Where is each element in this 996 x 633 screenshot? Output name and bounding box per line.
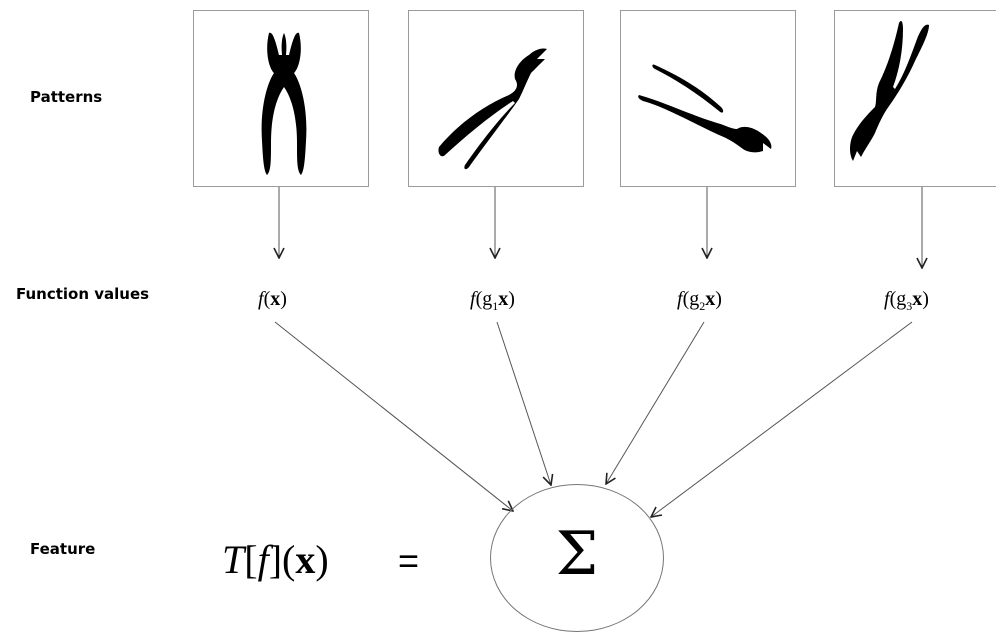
transform-symbol: T [222, 537, 245, 582]
bracket-open: [ [244, 537, 258, 582]
bracket-close: ] [268, 537, 283, 582]
function-value-3: f(g2x) [677, 288, 722, 314]
sigma-icon: Σ [555, 519, 599, 589]
sum-node: Σ [490, 484, 664, 632]
pattern-panel-4 [834, 10, 996, 187]
row-label-function-values: Function values [16, 285, 150, 303]
paren-close: ) [715, 288, 722, 310]
equals-sign: = [398, 540, 420, 581]
group-element: g [482, 288, 493, 310]
function-symbol: f [258, 288, 264, 310]
pattern-panel-1 [193, 10, 369, 187]
group-element: g [896, 288, 907, 310]
paren-open: ( [682, 288, 690, 310]
function-value-1: f(x) [258, 288, 287, 311]
row-label-patterns: Patterns [30, 88, 103, 106]
vector-x: x [270, 288, 281, 310]
paren-open: ( [263, 288, 271, 310]
pattern-panel-2 [408, 10, 584, 187]
vector-x: x [705, 288, 716, 310]
function-value-4: f(g3x) [884, 288, 929, 314]
arrow-fvalue-4 [651, 321, 913, 517]
arrow-fvalue-1 [274, 321, 513, 511]
paren-close: ) [922, 288, 929, 310]
feature-expression: T[f](x) [222, 536, 329, 583]
function-symbol: f [677, 288, 683, 310]
vector-x: x [912, 288, 923, 310]
group-element: g [689, 288, 700, 310]
paren-open: ( [889, 288, 897, 310]
paren-close: ) [280, 288, 287, 310]
arrow-fvalue-2 [496, 321, 551, 485]
pliers-icon [261, 32, 307, 175]
paren-open: ( [282, 537, 296, 582]
group-subscript: 1 [492, 299, 499, 313]
function-symbol: f [470, 288, 476, 310]
paren-close: ) [315, 537, 329, 582]
function-value-2: f(g1x) [470, 288, 515, 314]
group-subscript: 2 [699, 299, 706, 313]
vector-x: x [498, 288, 509, 310]
row-label-feature: Feature [30, 540, 96, 558]
pliers-rotated-icon [438, 48, 547, 170]
vector-x: x [295, 537, 316, 582]
function-symbol: f [884, 288, 890, 310]
group-subscript: 3 [906, 299, 913, 313]
arrow-fvalue-3 [606, 321, 705, 484]
pliers-rotated-icon [638, 64, 772, 153]
paren-open: ( [475, 288, 483, 310]
pattern-panel-3 [620, 10, 796, 187]
function-symbol: f [257, 537, 269, 582]
pliers-rotated-icon [850, 21, 929, 161]
paren-close: ) [508, 288, 515, 310]
